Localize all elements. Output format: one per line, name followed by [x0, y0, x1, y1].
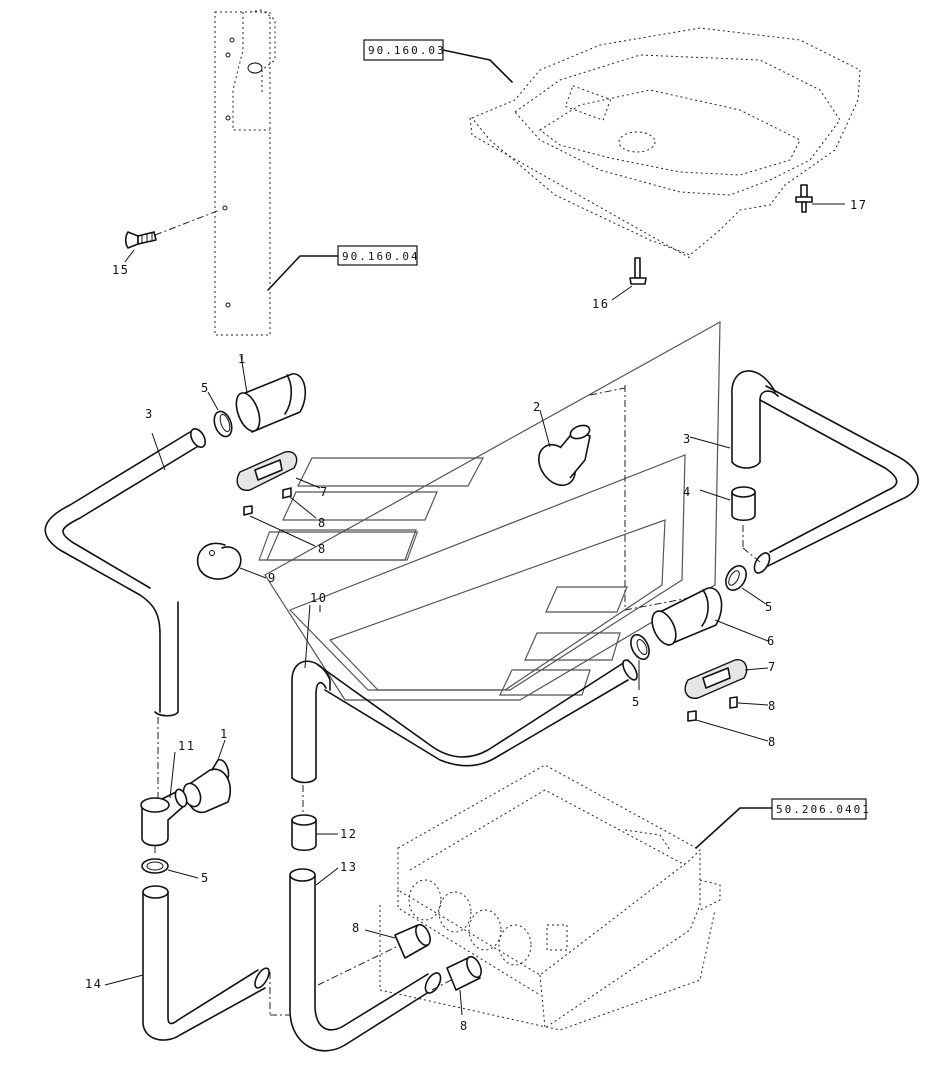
reference-box-heater: 50.206.0401 [771, 798, 871, 820]
clip-9 [196, 542, 267, 580]
callout-8-right-a: 8 [768, 699, 777, 713]
callout-8-upper-b: 8 [318, 542, 327, 556]
callout-8-right-b: 8 [768, 735, 777, 749]
callout-2: 2 [533, 400, 542, 414]
ring-5-upper-left [207, 391, 233, 438]
callout-8-upper-a: 8 [318, 516, 327, 530]
hose-13 [289, 867, 442, 1052]
callout-1-lower: 1 [220, 727, 229, 741]
callout-8-lower-b: 8 [460, 1019, 469, 1033]
ring-5-middle [630, 633, 650, 690]
callout-8-lower-a: 8 [352, 921, 361, 935]
reference-label-cover: 90.160.03 [368, 44, 446, 57]
callout-16: 16 [592, 297, 609, 311]
callout-5-lower: 5 [201, 871, 210, 885]
housing-1-upper [235, 355, 307, 433]
callout-1-upper: 1 [238, 352, 247, 366]
reference-box-cover: 90.160.03 [363, 39, 446, 61]
clamp-7-lower [684, 659, 769, 699]
cab-post [154, 9, 339, 336]
callout-12: 12 [340, 827, 357, 841]
ring-5-lower [141, 858, 199, 879]
reference-label-post: 90.160.04 [342, 250, 420, 263]
callout-5-upper-left: 5 [201, 381, 210, 395]
callout-14: 14 [85, 977, 102, 991]
elbow-11 [140, 717, 188, 856]
callout-4: 4 [683, 485, 692, 499]
callout-11: 11 [178, 739, 195, 753]
housing-1-lower [182, 739, 232, 814]
callout-7-upper: 7 [320, 485, 329, 499]
clamp-7-upper [236, 451, 321, 491]
bolt-17 [795, 184, 845, 213]
screw-8-upper-b [243, 505, 316, 547]
callout-13: 13 [340, 860, 357, 874]
elbow-2 [538, 387, 626, 487]
screw-15 [124, 231, 157, 263]
reference-box-post: 90.160.04 [337, 245, 420, 266]
sleeve-12 [291, 814, 338, 852]
callout-5-middle: 5 [632, 695, 641, 709]
callout-3-left: 3 [145, 407, 154, 421]
watermark-logo [258, 320, 721, 701]
hose-10 [291, 604, 638, 784]
sleeve-8-lower-b [446, 955, 482, 1016]
bolt-16 [611, 257, 647, 301]
roof-cover [442, 27, 861, 259]
housing-6 [651, 587, 769, 646]
callouts: 1 5 3 2 3 4 7 8 8 9 10 5 6 7 5 8 8 1 11 … [85, 198, 867, 1033]
callout-5-right: 5 [765, 600, 774, 614]
screw-8-upper-a [282, 487, 317, 519]
reference-label-heater: 50.206.0401 [776, 803, 871, 816]
hose-3-right [689, 370, 919, 574]
hose-3-left [44, 428, 207, 717]
callout-9: 9 [268, 571, 277, 585]
hose-14 [104, 885, 270, 1041]
alignment-line-13 [317, 944, 401, 986]
sleeve-8-lower-a [364, 923, 431, 959]
callout-10: 10 [310, 591, 327, 605]
ring-5-right [725, 565, 767, 605]
callout-7-lower: 7 [768, 660, 777, 674]
heater-box [379, 764, 773, 1031]
alignment-line-2b [624, 594, 706, 611]
callout-3-right: 3 [683, 432, 692, 446]
screw-8-right-b [687, 710, 769, 742]
callout-15: 15 [112, 263, 129, 277]
callout-6: 6 [767, 634, 776, 648]
callout-17: 17 [850, 198, 867, 212]
sleeve-4 [699, 486, 761, 563]
screw-8-right-a [729, 696, 769, 709]
